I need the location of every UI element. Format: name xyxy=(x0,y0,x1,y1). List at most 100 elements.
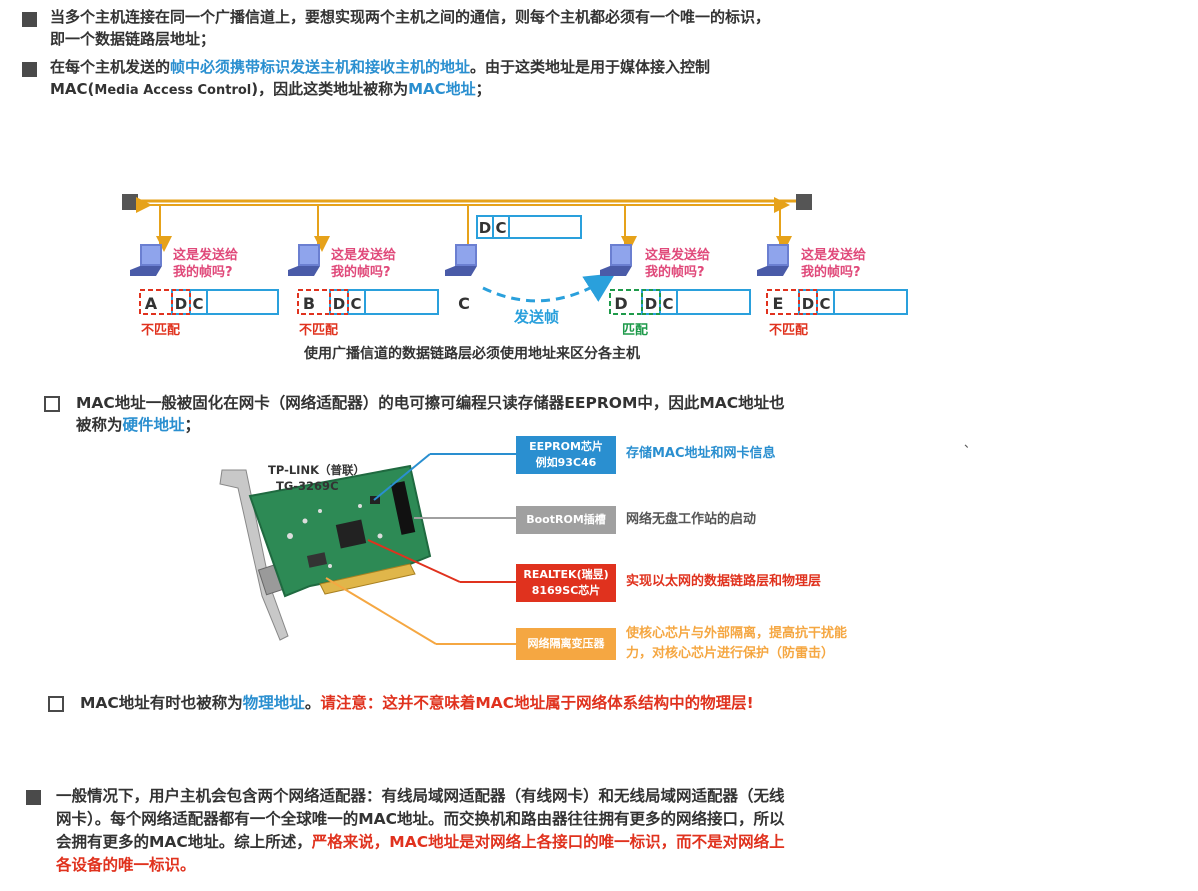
host-label: E xyxy=(773,294,784,313)
highlight-text: MAC地址 xyxy=(408,80,476,98)
frame-dest-label: D xyxy=(333,295,345,313)
text: ； xyxy=(475,80,491,98)
host-e: 这是发送给 我的帧吗? E D C 不匹配 xyxy=(757,244,908,338)
host-c: C xyxy=(445,244,477,313)
text: ； xyxy=(184,416,201,434)
question-line: 这是发送给 xyxy=(173,247,238,263)
match-status: 不匹配 xyxy=(141,323,180,338)
callout-realtek: REALTEK(瑞昱) 8169SC芯片 xyxy=(516,564,616,602)
callout-bootrom-desc: 网络无盘工作站的启动 xyxy=(626,510,756,530)
emphasis-text: 各设备的唯一标识。 xyxy=(56,856,196,874)
host-label: D xyxy=(614,294,627,313)
bullet-square xyxy=(22,62,37,77)
callout-transformer-desc: 使核心芯片与外部隔离，提高抗干扰能 力，对核心芯片进行保护（防雷击） xyxy=(626,624,847,664)
text: 在每个主机发送的 xyxy=(50,58,171,76)
question-line: 我的帧吗? xyxy=(801,264,861,280)
paragraph-broadcast-intro: 当多个主机连接在同一个广播信道上，要想实现两个主机之间的通信，则每个主机都必须有… xyxy=(50,6,950,50)
text: Media Access Control xyxy=(94,83,252,98)
paragraph-line: 网卡）。每个网络适配器都有一个全球唯一的MAC地址。而交换机和路由器往往拥有更多… xyxy=(56,810,785,828)
paragraph-hardware-address: MAC地址一般被固化在网卡（网络适配器）的电可擦可编程只读存储器EEPROM中，… xyxy=(76,392,936,436)
paragraph-line: 一般情况下，用户主机会包含两个网络适配器：有线局域网适配器（有线网卡）和无线局域… xyxy=(56,787,785,805)
emphasis-text: 严格来说，MAC地址是对网络上各接口的唯一标识，而不是对网络上 xyxy=(311,833,785,851)
question-line: 我的帧吗? xyxy=(645,264,705,280)
host-b: 这是发送给 我的帧吗? B D C 不匹配 xyxy=(288,244,439,338)
laptop-icon xyxy=(130,244,162,276)
callout-desc-line: 网络无盘工作站的启动 xyxy=(626,512,757,527)
text: 。 xyxy=(304,694,321,712)
frame-src-label: C xyxy=(819,295,830,313)
callout-realtek-desc: 实现以太网的数据链路层和物理层 xyxy=(626,572,821,592)
text: )，因此这类地址被称为 xyxy=(251,80,409,98)
diagram-caption: 使用广播信道的数据链路层必须使用地址来区分各主机 xyxy=(303,345,640,362)
text: 。由于这类地址是用于媒体接入控制 xyxy=(470,58,711,76)
bullet-checkbox xyxy=(48,696,64,712)
frame-dest-label: D xyxy=(175,295,187,313)
text: 被称为 xyxy=(76,416,123,434)
callout-eeprom-desc: 存储MAC地址和网卡信息 xyxy=(626,444,776,464)
callout-desc-line: 力，对核心芯片进行保护（防雷击） xyxy=(626,646,835,661)
text: MAC( xyxy=(50,80,95,98)
callout-text: REALTEK(瑞昱) xyxy=(523,568,609,581)
text: 会拥有更多的MAC地址。综上所述， xyxy=(56,833,312,851)
send-frame-arrow xyxy=(482,273,616,303)
frame-dest-label: D xyxy=(479,219,491,237)
callout-desc-line: 实现以太网的数据链路层和物理层 xyxy=(626,574,822,589)
host-label: B xyxy=(303,294,315,313)
match-status: 不匹配 xyxy=(299,323,338,338)
frame-src-label: C xyxy=(662,295,673,313)
broadcast-diagram: D C 这是发送给 我的帧吗? A D C 不匹配 这是发送给 我的帧吗? B xyxy=(122,194,908,362)
question-line: 我的帧吗? xyxy=(173,264,233,280)
callout-text: 8169SC芯片 xyxy=(531,584,601,597)
nic-model-name: TP-LINK（普联） xyxy=(268,463,365,477)
highlight-text: 硬件地址 xyxy=(122,416,185,434)
host-a: 这是发送给 我的帧吗? A D C 不匹配 xyxy=(130,244,279,338)
frame-src-label: C xyxy=(495,219,506,237)
paragraph-line: 当多个主机连接在同一个广播信道上，要想实现两个主机之间的通信，则每个主机都必须有… xyxy=(50,8,771,26)
send-frame-label: 发送帧 xyxy=(513,308,559,326)
frame-dest-label: D xyxy=(802,295,814,313)
callout-text: 例如93C46 xyxy=(535,456,597,469)
callout-text: EEPROM芯片 xyxy=(529,440,603,453)
paragraph-line: MAC地址一般被固化在网卡（网络适配器）的电可擦可编程只读存储器EEPROM中，… xyxy=(76,394,785,412)
callout-desc-line: 存储MAC地址和网卡信息 xyxy=(626,446,776,461)
callout-lines xyxy=(325,453,516,645)
callout-eeprom: EEPROM芯片 例如93C46 xyxy=(516,436,616,474)
paragraph-physical-address: MAC地址有时也被称为物理地址。请注意：这并不意味着MAC地址属于网络体系结构中… xyxy=(80,692,980,714)
transformer-chip xyxy=(306,552,328,568)
frame-dest-label: D xyxy=(645,295,657,313)
callout-bootrom: BootROM插槽 xyxy=(516,506,616,534)
match-status: 不匹配 xyxy=(769,323,808,338)
question-line: 这是发送给 xyxy=(331,247,396,263)
paragraph-interface-identifier: 一般情况下，用户主机会包含两个网络适配器：有线局域网适配器（有线网卡）和无线局域… xyxy=(56,785,956,877)
laptop-icon xyxy=(445,244,477,276)
callout-transformer: 网络隔离变压器 xyxy=(516,628,616,660)
text: MAC地址有时也被称为 xyxy=(80,694,243,712)
question-line: 我的帧吗? xyxy=(331,264,391,280)
paragraph-line: 即一个数据链路层地址； xyxy=(50,30,216,48)
laptop-icon xyxy=(288,244,320,276)
frame-src-label: C xyxy=(350,295,361,313)
callout-text: 网络隔离变压器 xyxy=(527,637,605,650)
realtek-chip xyxy=(335,519,367,549)
frame-src-label: C xyxy=(192,295,203,313)
highlight-text: 物理地址 xyxy=(242,694,305,712)
pci-connector xyxy=(319,563,416,595)
bullet-square xyxy=(26,790,41,805)
question-line: 这是发送给 xyxy=(645,247,710,263)
bullet-square xyxy=(22,12,37,27)
paragraph-mac-address-intro: 在每个主机发送的帧中必须携带标识发送主机和接收主机的地址。由于这类地址是用于媒体… xyxy=(50,56,950,102)
bullet-checkbox xyxy=(44,396,60,412)
laptop-icon xyxy=(757,244,789,276)
highlight-text: 帧中必须携带标识发送主机和接收主机的地址 xyxy=(170,58,471,76)
callout-text: BootROM插槽 xyxy=(526,513,606,526)
nic-illustration: TP-LINK（普联） TG-3269C xyxy=(219,463,432,641)
stray-mark: 、 xyxy=(964,436,977,450)
frame-on-bus: D C xyxy=(476,215,582,239)
laptop-icon xyxy=(600,244,632,276)
bus-terminator-left xyxy=(122,194,138,210)
bus-terminator-right xyxy=(796,194,812,210)
match-status: 匹配 xyxy=(622,323,648,338)
bootrom-slot xyxy=(390,481,416,535)
warning-text: 请注意：这并不意味着MAC地址属于网络体系结构中的物理层! xyxy=(320,694,754,712)
host-label: C xyxy=(458,294,470,313)
